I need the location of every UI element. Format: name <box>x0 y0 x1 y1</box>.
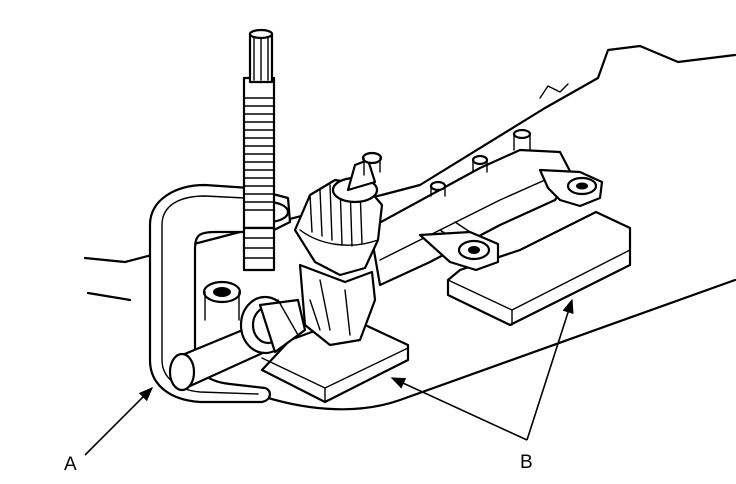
callout-label-b: B <box>520 452 533 473</box>
callout-label-a: A <box>64 454 77 475</box>
callout-arrows <box>84 298 574 456</box>
press-screw <box>242 28 276 272</box>
pinion-valve-body <box>293 151 384 347</box>
arrow-b-right <box>526 298 574 441</box>
mount-bracket-right <box>538 168 604 208</box>
arrow-a <box>84 386 154 456</box>
rack-end-tube <box>168 295 307 392</box>
arrow-b-left <box>390 377 528 441</box>
mount-bracket-center <box>418 230 500 272</box>
